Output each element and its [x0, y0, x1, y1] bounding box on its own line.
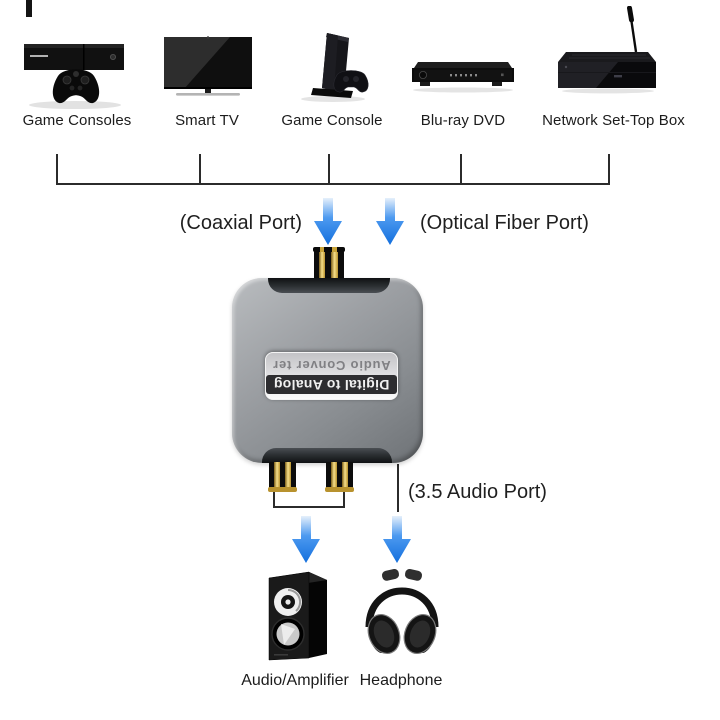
converter-top-slot: [268, 278, 390, 293]
converter-label-plate: Digital to Analog Audio Conver ter: [265, 352, 398, 400]
dac-converter-device: Digital to Analog Audio Conver ter: [232, 278, 423, 463]
top-bracket-line: [56, 154, 610, 185]
device-label-set-top-box: Network Set-Top Box: [542, 112, 685, 129]
device-label-game-consoles: Game Consoles: [22, 112, 132, 129]
headphone-icon: [365, 569, 439, 654]
coaxial-rca-plug-icon: [313, 247, 345, 279]
bluray-player-icon: [412, 62, 514, 93]
optical-port-label: (Optical Fiber Port): [420, 212, 589, 234]
speaker-icon: [268, 571, 327, 661]
device-label-bluray-dvd: Blu-ray DVD: [420, 112, 506, 129]
rca-output-plug-right-icon: [325, 462, 354, 492]
device-label-smart-tv: Smart TV: [175, 112, 239, 129]
set-top-box-icon: [558, 6, 656, 94]
headphone-down-arrow-icon: [383, 516, 411, 563]
converter-name-text: Audio Conver ter: [272, 358, 391, 373]
coaxial-port-label: (Coaxial Port): [179, 212, 302, 234]
ps4-console-icon: [301, 33, 369, 102]
rca-output-plug-left-icon: [268, 462, 297, 492]
xbox-console-icon: [24, 44, 124, 109]
output-label-amplifier: Audio/Amplifier: [241, 672, 349, 689]
coaxial-down-arrow-icon: [314, 198, 342, 245]
output-label-headphone: Headphone: [359, 672, 443, 689]
photo-crop-artifact: [26, 0, 32, 17]
converter-badge-text: Digital to Analog: [265, 375, 398, 394]
optical-down-arrow-icon: [376, 198, 404, 245]
rca-output-bracket-line: [273, 491, 345, 508]
smart-tv-icon: [164, 36, 252, 96]
speaker-down-arrow-icon: [292, 516, 320, 563]
converter-bottom-slot: [262, 448, 392, 463]
device-label-game-console: Game Console: [281, 112, 383, 129]
audio35-port-label: (3.5 Audio Port): [408, 481, 547, 503]
